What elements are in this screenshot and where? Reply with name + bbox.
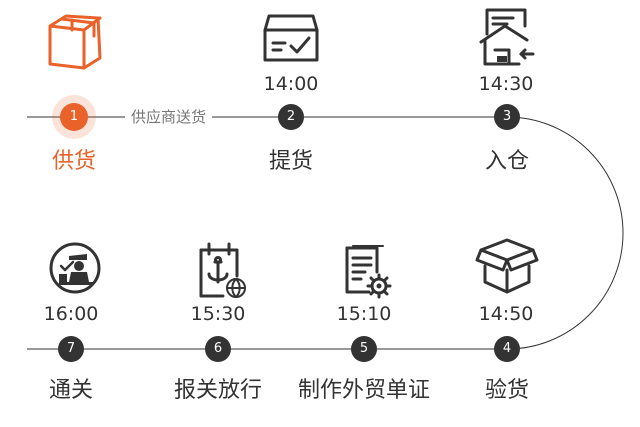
step-2-time: 14:00 bbox=[263, 73, 319, 95]
open-box-icon bbox=[475, 238, 539, 294]
step-5-label: 制作外贸单证 bbox=[297, 378, 430, 403]
customs-officer-icon bbox=[49, 242, 101, 294]
step-6-number: 6 bbox=[205, 336, 231, 362]
step-6-label: 报关放行 bbox=[173, 378, 262, 403]
step-4-label: 验货 bbox=[484, 378, 529, 403]
step-6-time: 15:30 bbox=[190, 303, 246, 325]
step-7-time: 16:00 bbox=[43, 303, 99, 325]
step-2-label: 提货 bbox=[268, 149, 313, 174]
step-4-number: 4 bbox=[494, 336, 520, 362]
connector-note: 供应商送货 bbox=[125, 107, 213, 127]
step-7-number: 7 bbox=[58, 336, 84, 362]
document-settings-icon bbox=[345, 245, 392, 299]
step-5-time: 15:10 bbox=[336, 303, 392, 325]
box-icon bbox=[48, 14, 102, 70]
step-4-time: 14:50 bbox=[478, 303, 534, 325]
step-5-number: 5 bbox=[351, 336, 377, 362]
step-7-label: 通关 bbox=[48, 378, 93, 403]
step-3-label: 入仓 bbox=[484, 149, 529, 174]
step-3-number: 3 bbox=[494, 104, 520, 130]
step-1-number: 1 bbox=[60, 103, 88, 131]
step-3-time: 14:30 bbox=[478, 73, 534, 95]
delivery-box-check-icon bbox=[263, 14, 319, 62]
step-2-number: 2 bbox=[278, 104, 304, 130]
step-1-label: 供货 bbox=[51, 149, 96, 174]
customs-calendar-icon bbox=[199, 242, 246, 298]
timeline-curve bbox=[506, 116, 624, 350]
warehouse-checkin-icon bbox=[479, 8, 535, 66]
